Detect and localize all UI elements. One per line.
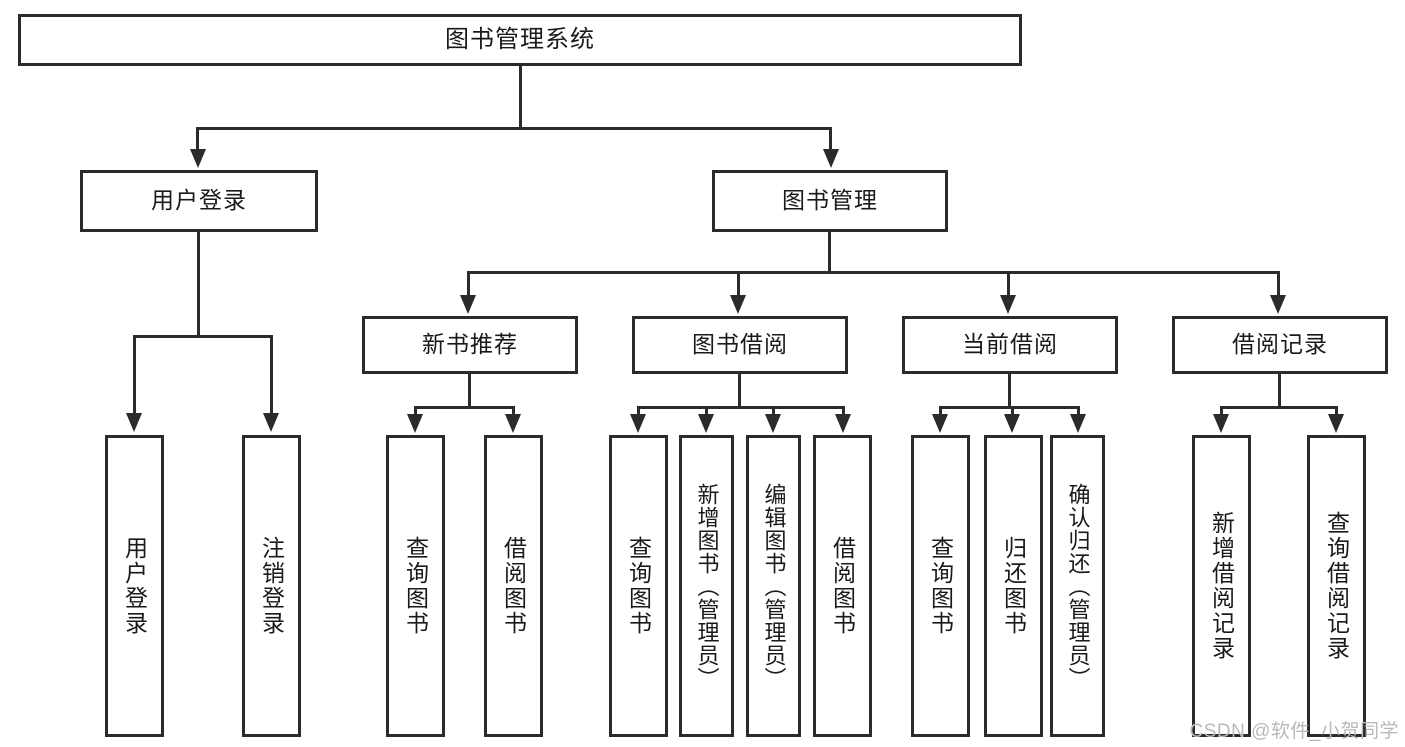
connector-current-drop-2 bbox=[1011, 406, 1014, 414]
node-book-borrow-label: 图书借阅 bbox=[692, 331, 788, 358]
node-leaf-return-book[interactable]: 归还图书 bbox=[984, 435, 1043, 737]
connector-level1-drop-right bbox=[829, 127, 832, 149]
arrow-to-book-management bbox=[823, 149, 839, 168]
node-root[interactable]: 图书管理系统 bbox=[18, 14, 1022, 66]
node-borrow-record[interactable]: 借阅记录 bbox=[1172, 316, 1388, 374]
connector-user-login-bus bbox=[133, 335, 273, 338]
node-new-book-recommend-label: 新书推荐 bbox=[422, 331, 518, 358]
node-leaf-edit-book[interactable]: 编辑图书（管理员） bbox=[746, 435, 801, 737]
node-root-label: 图书管理系统 bbox=[445, 25, 595, 53]
node-book-borrow[interactable]: 图书借阅 bbox=[632, 316, 848, 374]
arrow-to-current-borrow bbox=[1000, 295, 1016, 314]
connector-level2-bus bbox=[467, 271, 1280, 274]
connector-user-login-stem bbox=[197, 232, 200, 335]
node-leaf-edit-book-label: 编辑图书（管理员） bbox=[761, 482, 787, 690]
node-leaf-add-book-label: 新增图书（管理员） bbox=[694, 482, 720, 690]
node-leaf-add-record-label: 新增借阅记录 bbox=[1208, 511, 1235, 661]
node-leaf-add-record[interactable]: 新增借阅记录 bbox=[1192, 435, 1251, 737]
connector-current-drop-3 bbox=[1077, 406, 1080, 414]
watermark-text: CSDN @软件_小贺同学 bbox=[1189, 721, 1399, 742]
node-current-borrow[interactable]: 当前借阅 bbox=[902, 316, 1118, 374]
connector-level2-drop-1 bbox=[467, 271, 470, 295]
arrow-to-leaf-confirm-return bbox=[1070, 414, 1086, 433]
node-leaf-user-login-label: 用户登录 bbox=[121, 536, 148, 636]
connector-level1-drop-left bbox=[196, 127, 199, 149]
node-leaf-confirm-return-label: 确认归还（管理员） bbox=[1065, 482, 1091, 690]
arrow-to-leaf-borrow-book-2 bbox=[835, 414, 851, 433]
connector-borrow-drop-4 bbox=[842, 406, 845, 414]
node-book-management[interactable]: 图书管理 bbox=[712, 170, 948, 232]
node-user-login[interactable]: 用户登录 bbox=[80, 170, 318, 232]
arrow-to-leaf-user-login bbox=[126, 413, 142, 432]
arrow-to-leaf-logout bbox=[263, 413, 279, 432]
arrow-to-leaf-edit-book bbox=[765, 414, 781, 433]
arrow-to-leaf-query-record bbox=[1328, 414, 1344, 433]
node-leaf-query-book-3-label: 查询图书 bbox=[927, 536, 954, 636]
node-leaf-add-book[interactable]: 新增图书（管理员） bbox=[679, 435, 734, 737]
connector-level2-drop-2 bbox=[737, 271, 740, 295]
connector-record-stem bbox=[1278, 374, 1281, 406]
connector-root-stem bbox=[519, 66, 522, 127]
node-current-borrow-label: 当前借阅 bbox=[962, 331, 1058, 358]
arrow-to-user-login bbox=[190, 149, 206, 168]
node-leaf-logout[interactable]: 注销登录 bbox=[242, 435, 301, 737]
arrow-to-book-borrow bbox=[730, 295, 746, 314]
arrow-to-leaf-borrow-book-1 bbox=[505, 414, 521, 433]
node-new-book-recommend[interactable]: 新书推荐 bbox=[362, 316, 578, 374]
connector-level2-drop-4 bbox=[1277, 271, 1280, 295]
connector-recommend-drop-1 bbox=[414, 406, 417, 414]
arrow-to-new-book-recommend bbox=[460, 295, 476, 314]
connector-record-drop-1 bbox=[1220, 406, 1223, 414]
node-leaf-query-record[interactable]: 查询借阅记录 bbox=[1307, 435, 1366, 737]
node-leaf-query-record-label: 查询借阅记录 bbox=[1323, 511, 1350, 661]
node-leaf-query-book-3[interactable]: 查询图书 bbox=[911, 435, 970, 737]
connector-level2-drop-3 bbox=[1007, 271, 1010, 295]
connector-record-bus bbox=[1220, 406, 1338, 409]
node-leaf-query-book-2-label: 查询图书 bbox=[625, 536, 652, 636]
connector-borrow-drop-3 bbox=[772, 406, 775, 414]
node-leaf-borrow-book-1[interactable]: 借阅图书 bbox=[484, 435, 543, 737]
connector-current-bus bbox=[939, 406, 1080, 409]
node-leaf-borrow-book-2[interactable]: 借阅图书 bbox=[813, 435, 872, 737]
connector-borrow-stem bbox=[738, 374, 741, 406]
connector-borrow-drop-2 bbox=[705, 406, 708, 414]
connector-record-drop-2 bbox=[1335, 406, 1338, 414]
arrow-to-leaf-query-book-2 bbox=[630, 414, 646, 433]
arrow-to-leaf-query-book-1 bbox=[407, 414, 423, 433]
connector-current-drop-1 bbox=[939, 406, 942, 414]
connector-book-management-stem bbox=[828, 232, 831, 271]
node-leaf-borrow-book-1-label: 借阅图书 bbox=[500, 536, 527, 636]
arrow-to-leaf-return-book bbox=[1004, 414, 1020, 433]
arrow-to-leaf-query-book-3 bbox=[932, 414, 948, 433]
node-leaf-logout-label: 注销登录 bbox=[258, 536, 285, 636]
connector-recommend-stem bbox=[468, 374, 471, 406]
node-leaf-borrow-book-2-label: 借阅图书 bbox=[829, 536, 856, 636]
node-leaf-query-book-1-label: 查询图书 bbox=[402, 536, 429, 636]
arrow-to-borrow-record bbox=[1270, 295, 1286, 314]
connector-current-stem bbox=[1008, 374, 1011, 406]
node-leaf-confirm-return[interactable]: 确认归还（管理员） bbox=[1050, 435, 1105, 737]
arrow-to-leaf-add-record bbox=[1213, 414, 1229, 433]
node-book-management-label: 图书管理 bbox=[782, 187, 878, 214]
connector-recommend-bus bbox=[414, 406, 515, 409]
connector-borrow-bus bbox=[637, 406, 845, 409]
node-leaf-query-book-1[interactable]: 查询图书 bbox=[386, 435, 445, 737]
arrow-to-leaf-add-book bbox=[698, 414, 714, 433]
node-leaf-user-login[interactable]: 用户登录 bbox=[105, 435, 164, 737]
connector-user-login-drop-1 bbox=[133, 335, 136, 413]
node-user-login-label: 用户登录 bbox=[151, 187, 247, 214]
connector-borrow-drop-1 bbox=[637, 406, 640, 414]
node-borrow-record-label: 借阅记录 bbox=[1232, 331, 1328, 358]
node-leaf-query-book-2[interactable]: 查询图书 bbox=[609, 435, 668, 737]
node-leaf-return-book-label: 归还图书 bbox=[1000, 536, 1027, 636]
connector-recommend-drop-2 bbox=[512, 406, 515, 414]
connector-level1-bus bbox=[196, 127, 832, 130]
connector-user-login-drop-2 bbox=[270, 335, 273, 413]
